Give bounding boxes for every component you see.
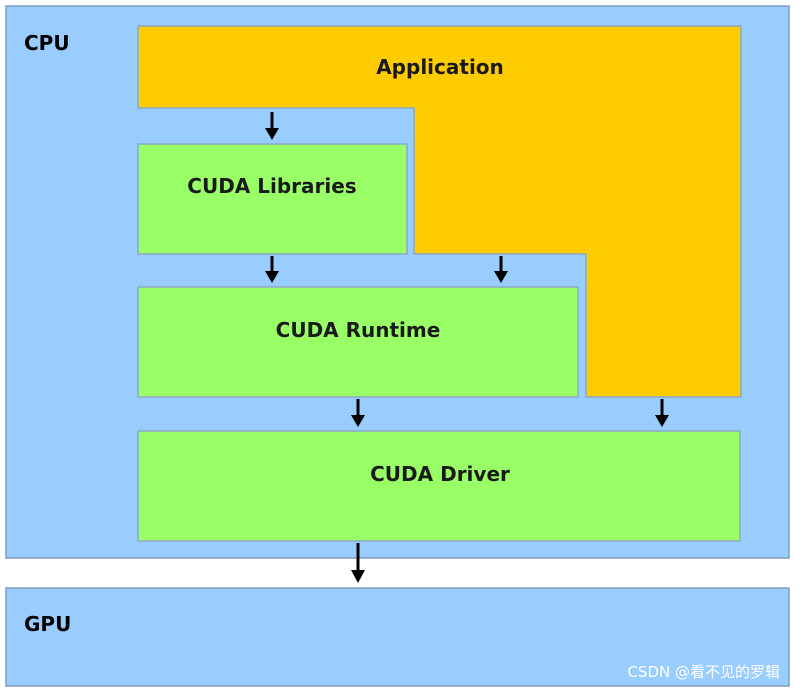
cuda-runtime-box: CUDA Runtime (137, 286, 579, 398)
application-shape (137, 25, 742, 398)
arrow-driver-to-gpu (351, 543, 365, 583)
cuda-driver-label: CUDA Driver (370, 462, 510, 486)
cuda-driver-box: CUDA Driver (137, 430, 741, 542)
gpu-region: GPU (5, 587, 790, 687)
arrow-application-to-runtime (494, 256, 508, 283)
cuda-driver-shape (137, 430, 741, 542)
cpu-region-label: CPU (24, 31, 70, 55)
gpu-region-label: GPU (24, 612, 71, 636)
application-label: Application (376, 55, 504, 79)
watermark-text: CSDN @看不见的罗辑 (627, 663, 780, 681)
gpu-region-background (5, 587, 790, 687)
cuda-runtime-label: CUDA Runtime (276, 318, 441, 342)
cuda-libraries-label: CUDA Libraries (187, 174, 356, 198)
arrow-libraries-to-runtime (265, 256, 279, 283)
application-box: Application (137, 25, 742, 398)
cuda-runtime-shape (137, 286, 579, 398)
arrow-application-to-driver (655, 399, 669, 427)
arrow-runtime-to-driver (351, 399, 365, 427)
cuda-libraries-box: CUDA Libraries (137, 143, 408, 255)
arrow-application-to-libraries (265, 112, 279, 140)
cuda-libraries-shape (137, 143, 408, 255)
